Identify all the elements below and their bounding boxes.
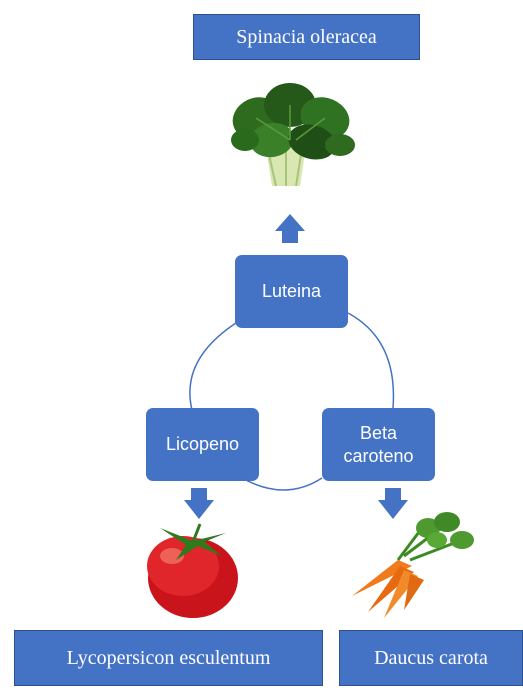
beta-caroteno-node: Beta caroteno — [322, 408, 435, 481]
tomato-image — [147, 523, 238, 618]
spinach-species-label: Spinacia oleracea — [193, 14, 420, 60]
licopeno-node: Licopeno — [146, 408, 259, 481]
luteina-node: Luteina — [235, 255, 348, 328]
beta-caroteno-label-line2: caroteno — [343, 445, 414, 466]
up-arrow-icon — [275, 214, 305, 243]
cycle-arc-bottom — [241, 477, 323, 491]
spinach-image — [231, 83, 355, 187]
down-arrow-right-icon — [378, 488, 408, 519]
carrot-image — [352, 512, 474, 618]
cycle-arc-right — [347, 312, 395, 409]
cycle-ring — [189, 312, 395, 491]
cycle-arc-left — [189, 322, 237, 411]
beta-caroteno-label-line1: Beta — [359, 423, 398, 443]
tomato-species-label: Lycopersicon esculentum — [14, 630, 323, 686]
down-arrow-left-icon — [184, 488, 214, 519]
carrot-species-label: Daucus carota — [339, 630, 523, 686]
